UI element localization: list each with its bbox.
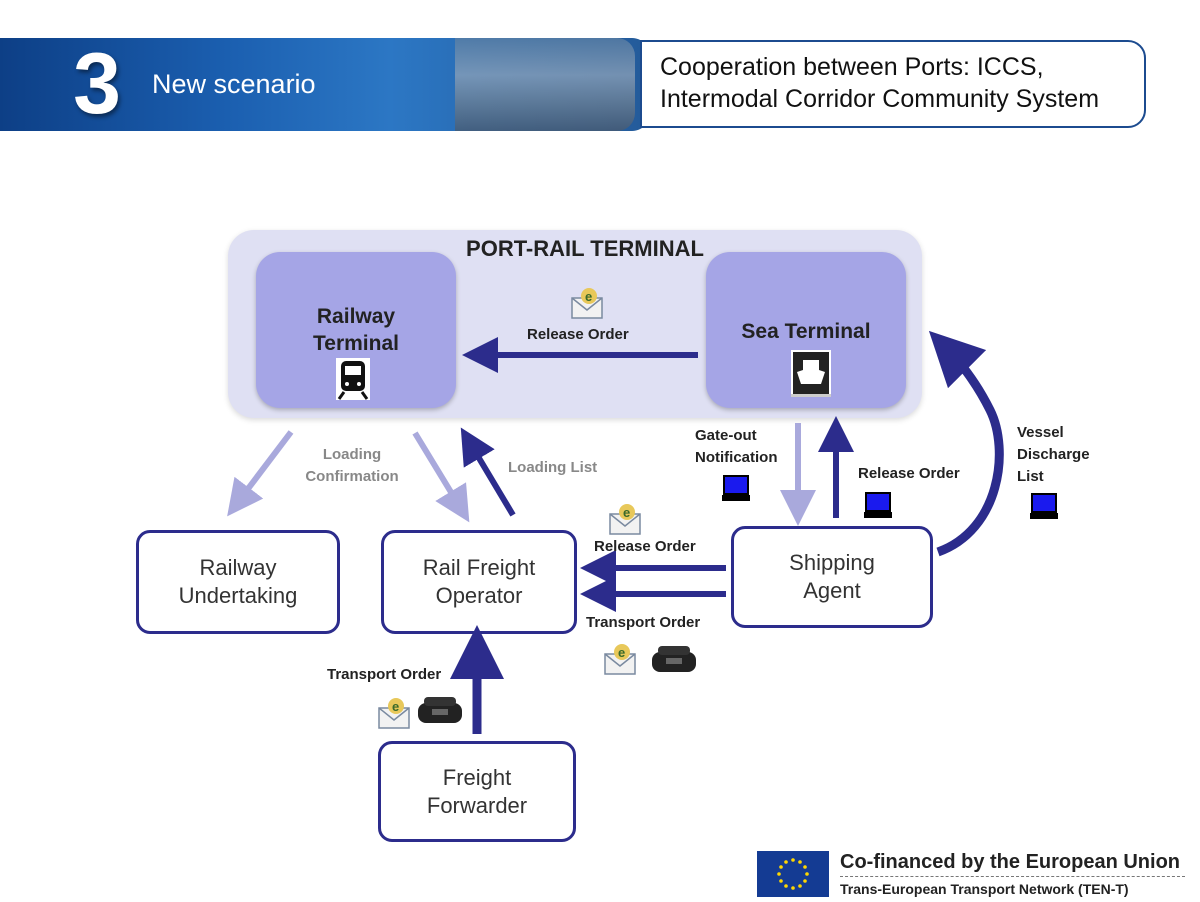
freight-forwarder-line1: Freight <box>442 764 512 790</box>
label-loading-list: Loading List <box>508 459 598 476</box>
footer-cofinanced: Co-financed by the European Union <box>840 851 1181 873</box>
arrow-vessel-discharge <box>928 330 1004 557</box>
train-icon <box>336 358 370 400</box>
label-loading-confirmation: Loading Confirmation <box>292 444 412 488</box>
sea-terminal-label: Sea Terminal <box>741 320 871 343</box>
railway-terminal-label-line1: Railway <box>316 305 396 328</box>
svg-text:e: e <box>585 289 592 304</box>
label-transport-order-bottom: Transport Order <box>327 666 442 683</box>
arrow-loading-confirmation <box>412 431 470 523</box>
rail-freight-operator-line2: Operator <box>435 583 523 608</box>
header-subtitle-line1: Cooperation between Ports: ICCS, <box>660 53 1044 81</box>
label-gate-out-line1: Gate-out <box>695 427 757 444</box>
phone-icon <box>652 646 696 672</box>
header-subtitle-line2: Intermodal Corridor Community System <box>660 85 1100 113</box>
svg-text:e: e <box>392 699 399 714</box>
rail-freight-operator-line1: Rail Freight <box>422 555 536 580</box>
shipping-agent-node: Shipping Agent <box>731 526 933 628</box>
computer-icon <box>722 475 750 501</box>
section-number: 3 <box>73 36 121 132</box>
footer-divider <box>840 876 1185 877</box>
label-vessel-discharge: Vessel Discharge List <box>1017 422 1090 488</box>
email-icon: e <box>378 698 410 729</box>
svg-text:e: e <box>618 645 625 660</box>
ship-icon <box>791 350 831 397</box>
computer-icon <box>1030 493 1058 519</box>
header-port-image <box>455 38 635 131</box>
footer-ten-t: Trans-European Transport Network (TEN-T) <box>840 881 1129 897</box>
label-loading-confirmation-line1: Loading <box>322 446 382 463</box>
label-vessel-line3: List <box>1017 468 1044 485</box>
section-title: New scenario <box>152 69 316 99</box>
freight-forwarder-line2: Forwarder <box>426 792 528 818</box>
railway-undertaking-node: Railway Undertaking <box>136 530 340 634</box>
email-icon: e <box>609 504 641 535</box>
computer-icon <box>864 492 892 518</box>
label-transport-order-mid: Transport Order <box>586 614 701 631</box>
header-subtitle: Cooperation between Ports: ICCS, Intermo… <box>660 51 1140 115</box>
eu-flag <box>757 851 829 897</box>
phone-icon <box>418 697 462 723</box>
email-icon: e <box>604 644 636 675</box>
label-release-order-mid: Release Order <box>594 538 696 555</box>
label-vessel-line1: Vessel <box>1017 424 1064 441</box>
railway-undertaking-line1: Railway <box>199 555 277 580</box>
shipping-agent-line2: Agent <box>803 578 861 603</box>
header-subtitle-box <box>640 40 1146 128</box>
railway-undertaking-line2: Undertaking <box>178 583 298 608</box>
arrow-loading-list <box>460 427 516 517</box>
railway-terminal-label-line2: Terminal <box>313 332 399 355</box>
freight-forwarder-node: Freight Forwarder <box>378 741 576 842</box>
arrow-to-railway-undertaking <box>227 430 294 517</box>
svg-text:e: e <box>623 505 630 520</box>
label-gate-out: Gate-out Notification <box>695 425 778 469</box>
railway-terminal-label: Railway Terminal <box>256 303 456 357</box>
label-loading-confirmation-line2: Confirmation <box>305 468 399 485</box>
eu-stars-icon <box>777 858 809 890</box>
label-gate-out-line2: Notification <box>695 449 778 466</box>
shipping-agent-line1: Shipping <box>789 550 875 575</box>
email-icon: e <box>571 288 603 319</box>
label-release-order-top: Release Order <box>527 326 629 343</box>
panel-title: PORT-RAIL TERMINAL <box>466 236 704 261</box>
label-vessel-line2: Discharge <box>1017 446 1090 463</box>
label-release-order-right: Release Order <box>858 465 960 482</box>
